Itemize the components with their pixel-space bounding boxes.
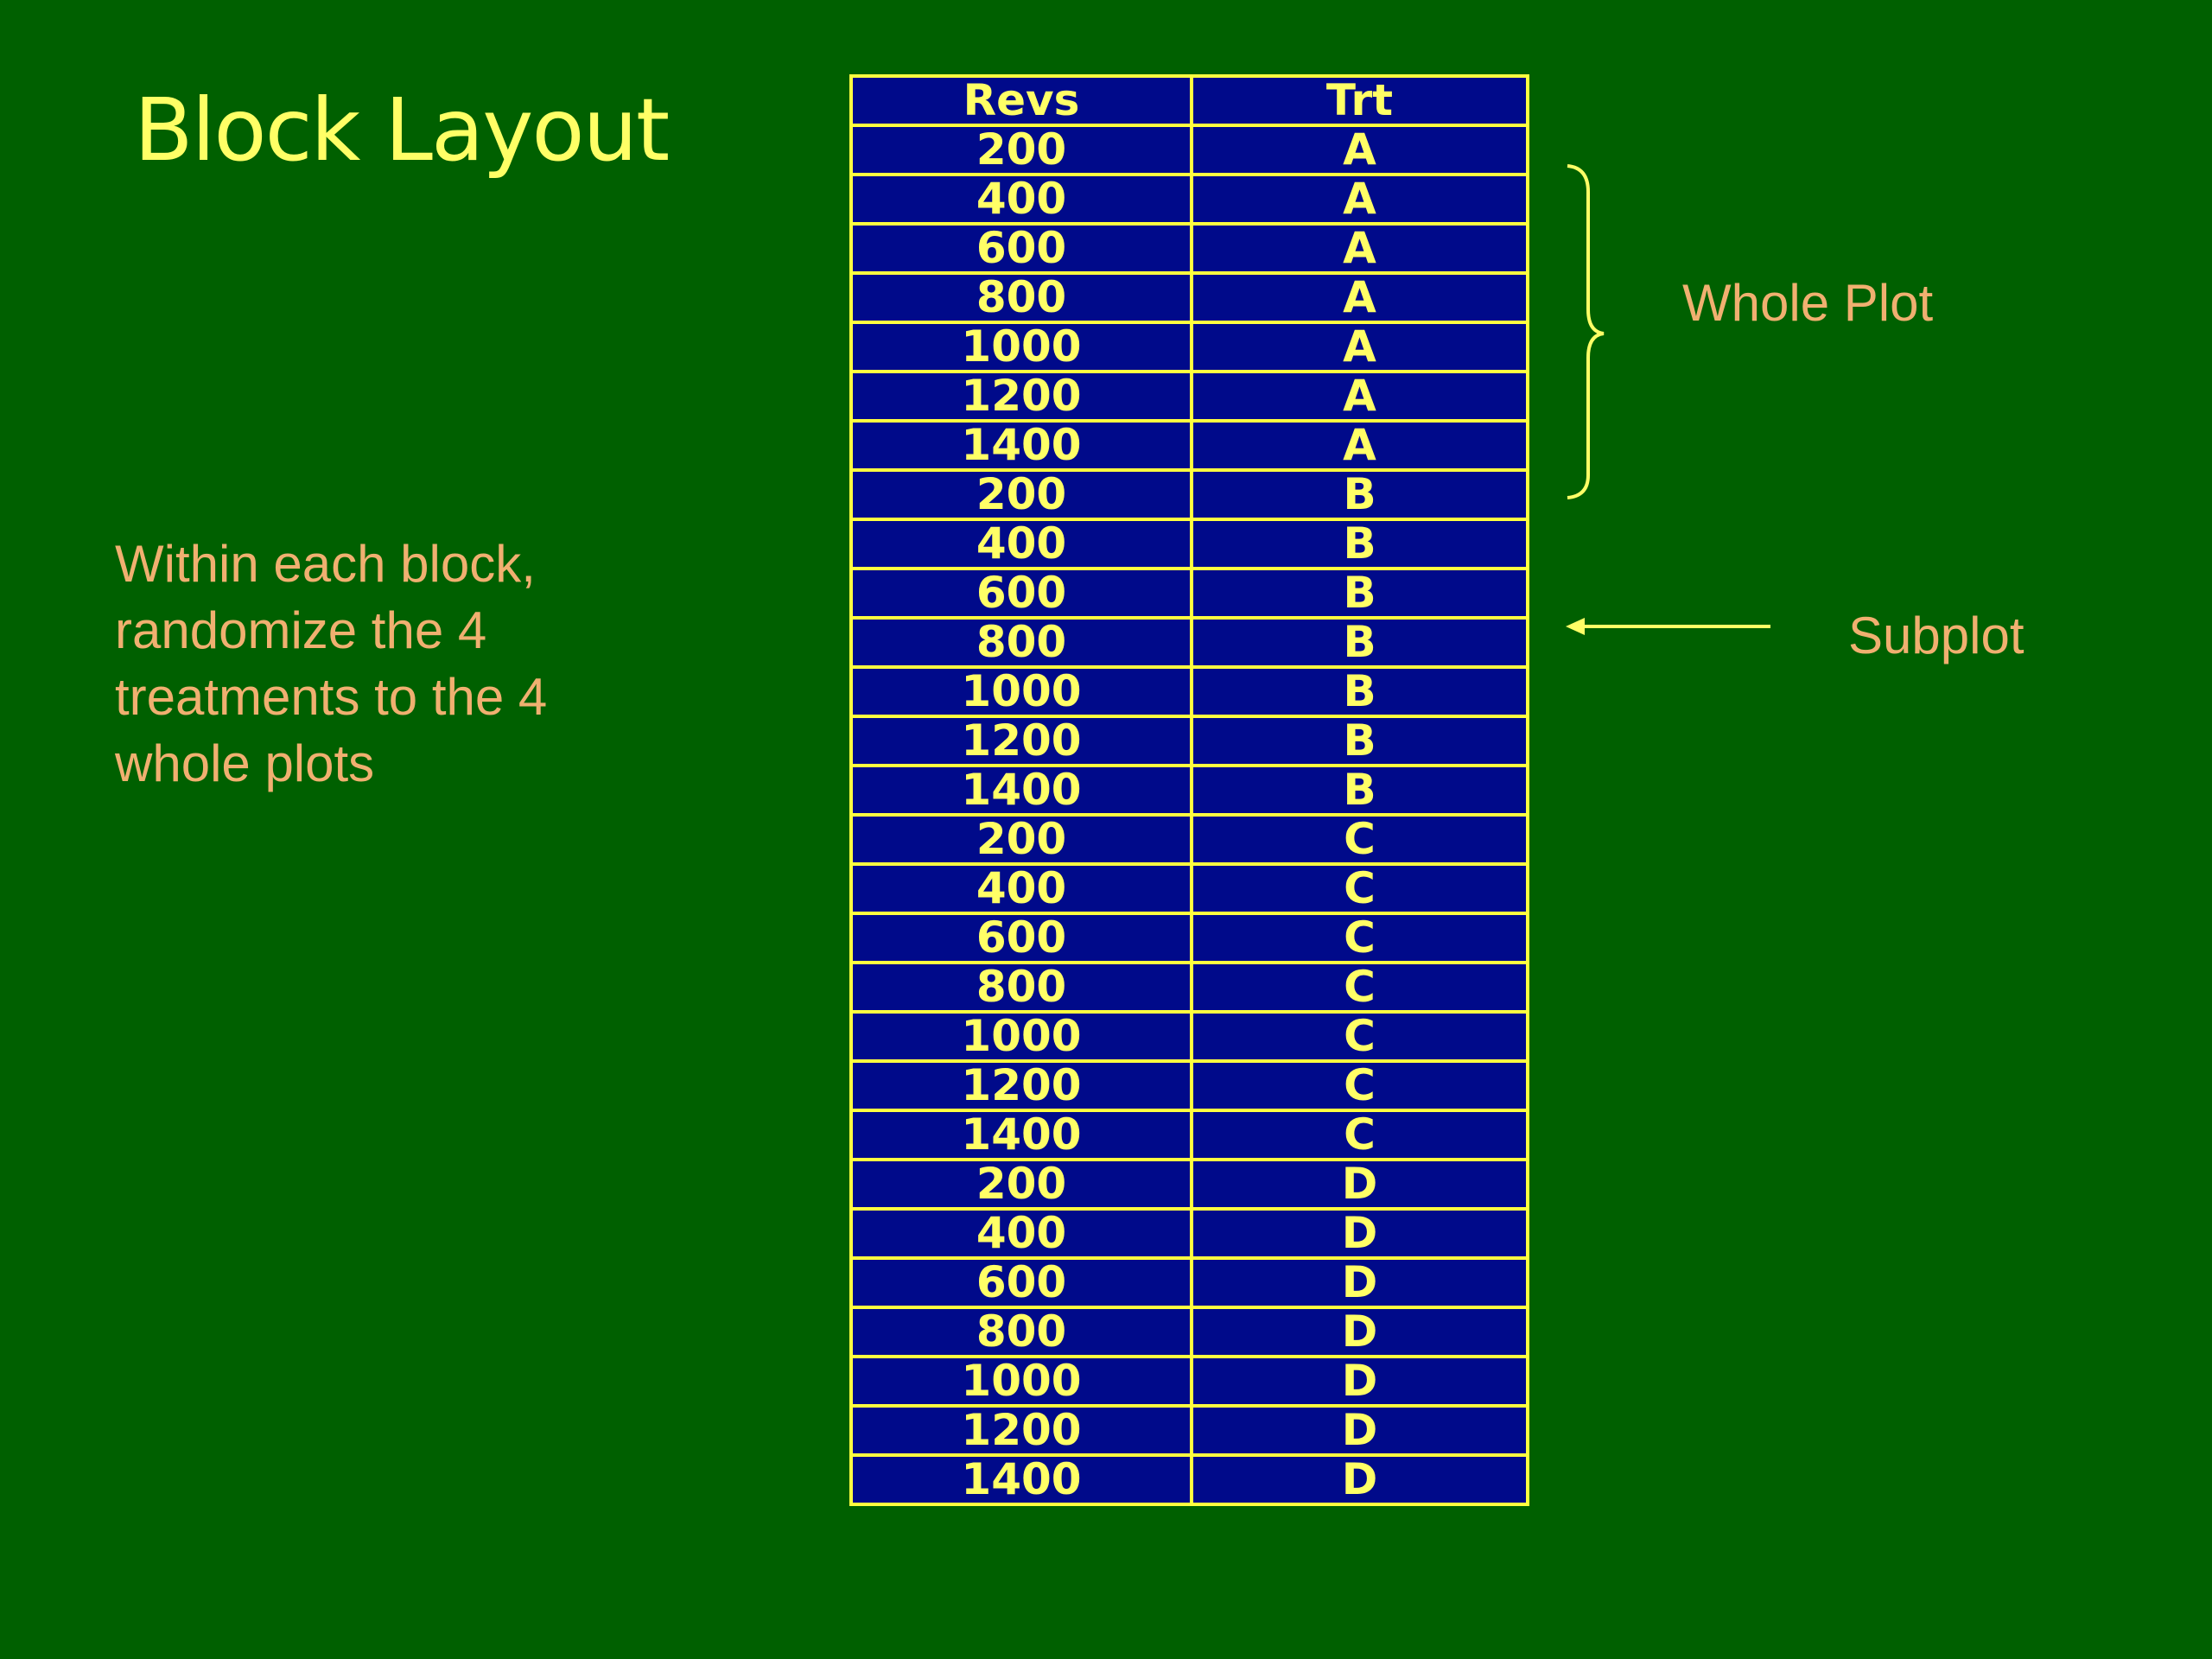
cell-trt: A <box>1190 173 1529 226</box>
cell-trt: D <box>1190 1355 1529 1408</box>
subplot-label: Subplot <box>1848 607 2024 664</box>
cell-trt: B <box>1190 567 1529 620</box>
cell-trt: B <box>1190 665 1529 718</box>
cell-trt: B <box>1190 616 1529 669</box>
cell-revs: 800 <box>849 961 1193 1014</box>
header-trt: Trt <box>1190 74 1529 127</box>
cell-trt: C <box>1190 1059 1529 1112</box>
cell-revs: 1000 <box>849 321 1193 373</box>
cell-revs: 600 <box>849 1256 1193 1309</box>
cell-trt: C <box>1190 813 1529 866</box>
cell-revs: 1200 <box>849 370 1193 423</box>
cell-revs: 1000 <box>849 665 1193 718</box>
cell-revs: 1000 <box>849 1010 1193 1063</box>
table-header-row: Revs Trt <box>849 74 1529 127</box>
cell-trt: B <box>1190 518 1529 570</box>
cell-trt: C <box>1190 961 1529 1014</box>
cell-revs: 800 <box>849 1306 1193 1358</box>
whole-plot-label: Whole Plot <box>1682 274 1934 332</box>
note-line: treatments to the 4 <box>115 668 548 726</box>
cell-trt: D <box>1190 1306 1529 1358</box>
cell-revs: 400 <box>849 1207 1193 1260</box>
note-line: randomize the 4 <box>115 601 487 659</box>
cell-trt: A <box>1190 419 1529 472</box>
cell-trt: C <box>1190 1010 1529 1063</box>
cell-revs: 800 <box>849 271 1193 324</box>
note-text: Within each block, randomize the 4 treat… <box>115 531 651 797</box>
cell-trt: A <box>1190 321 1529 373</box>
header-revs: Revs <box>849 74 1193 127</box>
cell-trt: A <box>1190 124 1529 176</box>
cell-trt: D <box>1190 1256 1529 1309</box>
cell-revs: 1200 <box>849 715 1193 767</box>
cell-trt: B <box>1190 764 1529 817</box>
cell-revs: 400 <box>849 173 1193 226</box>
note-line: Within each block, <box>115 535 536 593</box>
cell-revs: 400 <box>849 862 1193 915</box>
cell-revs: 1400 <box>849 419 1193 472</box>
cell-revs: 400 <box>849 518 1193 570</box>
cell-revs: 800 <box>849 616 1193 669</box>
cell-trt: D <box>1190 1158 1529 1211</box>
cell-revs: 200 <box>849 124 1193 176</box>
note-line: whole plots <box>115 734 375 792</box>
cell-trt: D <box>1190 1207 1529 1260</box>
cell-trt: D <box>1190 1453 1529 1506</box>
cell-trt: B <box>1190 468 1529 521</box>
cell-trt: A <box>1190 222 1529 275</box>
cell-revs: 200 <box>849 468 1193 521</box>
cell-revs: 600 <box>849 567 1193 620</box>
cell-revs: 600 <box>849 912 1193 964</box>
curly-brace-icon <box>1567 164 1605 499</box>
cell-revs: 1400 <box>849 1109 1193 1161</box>
cell-revs: 1400 <box>849 764 1193 817</box>
cell-trt: A <box>1190 370 1529 423</box>
cell-revs: 1200 <box>849 1404 1193 1457</box>
cell-trt: C <box>1190 1109 1529 1161</box>
cell-trt: A <box>1190 271 1529 324</box>
cell-trt: D <box>1190 1404 1529 1457</box>
left-arrow-icon <box>1566 618 1770 635</box>
cell-trt: B <box>1190 715 1529 767</box>
cell-revs: 200 <box>849 1158 1193 1211</box>
cell-revs: 1200 <box>849 1059 1193 1112</box>
cell-revs: 200 <box>849 813 1193 866</box>
slide-title: Block Layout <box>134 79 670 181</box>
cell-trt: C <box>1190 912 1529 964</box>
cell-trt: C <box>1190 862 1529 915</box>
cell-revs: 1400 <box>849 1453 1193 1506</box>
cell-revs: 600 <box>849 222 1193 275</box>
cell-revs: 1000 <box>849 1355 1193 1408</box>
